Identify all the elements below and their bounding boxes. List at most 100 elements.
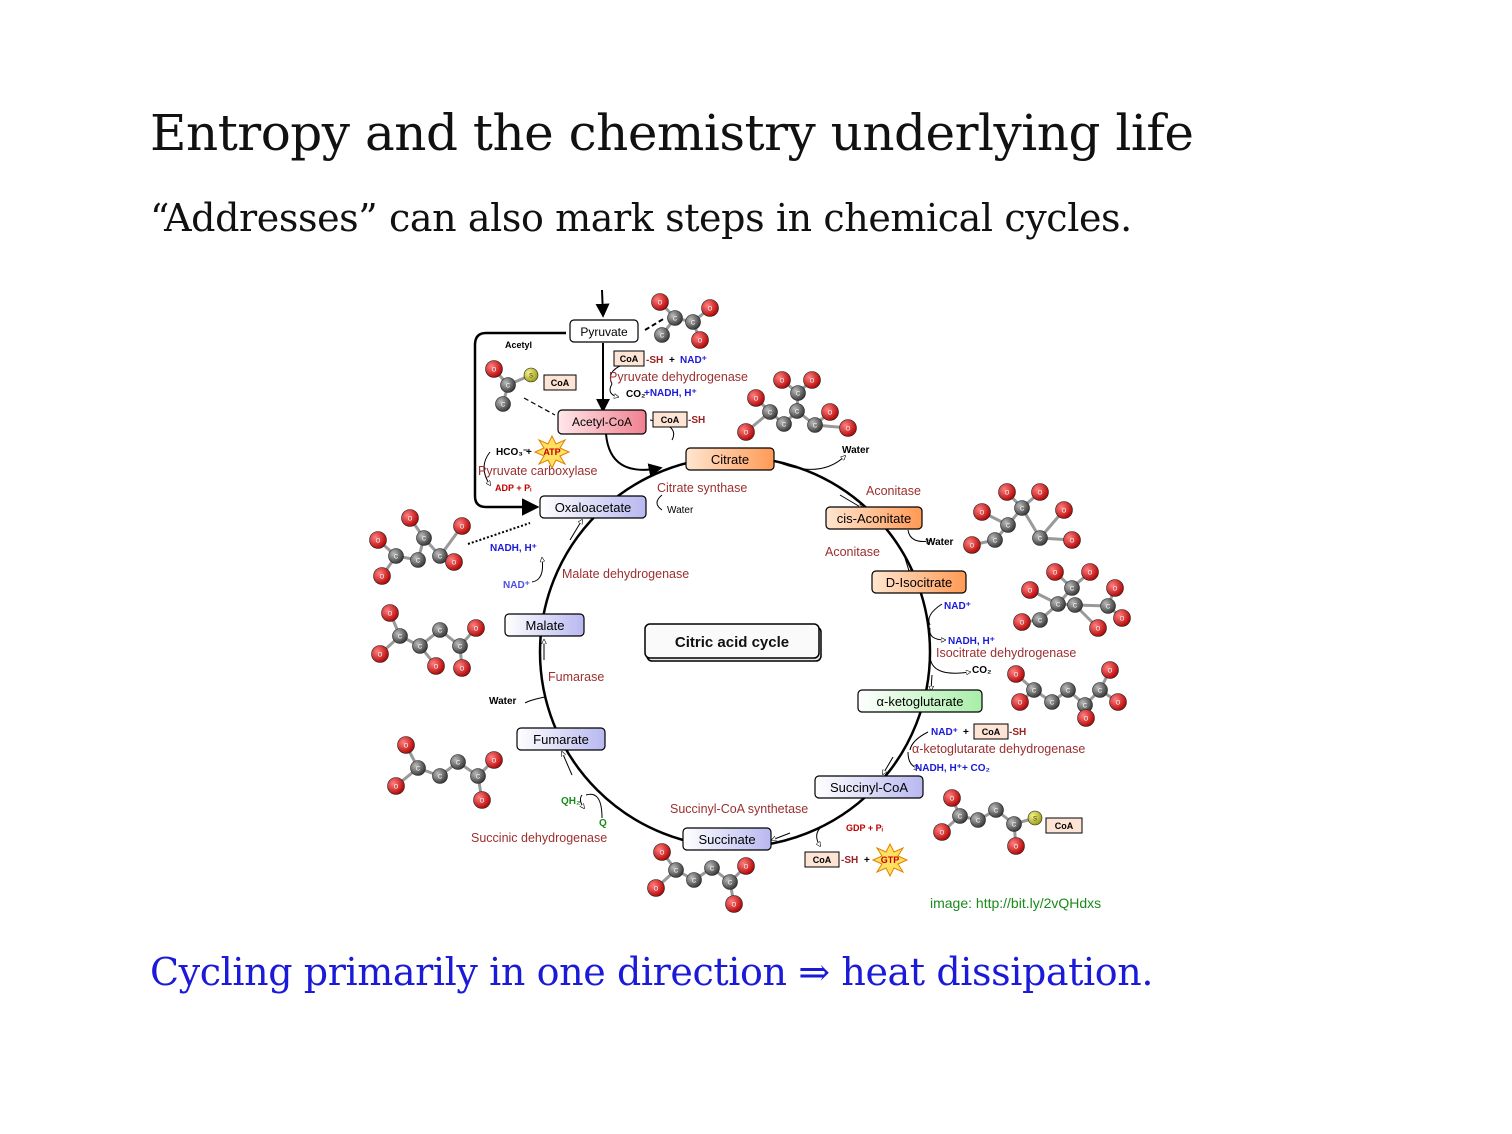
atom-label: C: [1006, 524, 1011, 530]
svg-text:Pyruvate: Pyruvate: [580, 325, 628, 339]
atom-label: O: [1028, 589, 1033, 595]
atom-c: [667, 310, 683, 326]
atom-label: C: [768, 411, 773, 417]
atom-label: O: [408, 517, 413, 523]
atom-o: [647, 879, 665, 897]
svg-text:NAD⁺: NAD⁺: [503, 580, 530, 591]
atom-label: C: [476, 775, 481, 781]
atom-label: C: [422, 537, 427, 543]
atom-label: C: [813, 424, 818, 430]
molecule-box-citrate: Citrate: [685, 447, 775, 471]
atom-label: O: [846, 427, 851, 433]
atom-label: O: [376, 539, 381, 545]
coa-boxes: CoA CoA CoA CoA CoA CoA: [543, 350, 1083, 868]
atom-c: [704, 860, 720, 876]
atom-o: [1077, 709, 1095, 727]
svg-text:ATP: ATP: [543, 447, 560, 457]
molecule-box-oxaloacetate: Oxaloacetate: [539, 495, 647, 519]
atom-label: C: [416, 767, 421, 773]
atom-o: [773, 371, 791, 389]
atom-o: [371, 645, 389, 663]
atom-label: O: [460, 667, 465, 673]
atom-c: [1026, 682, 1042, 698]
atom-label: O: [492, 759, 497, 765]
svg-text:Fumarate: Fumarate: [533, 732, 589, 747]
svg-text:QH₂: QH₂: [561, 796, 580, 807]
molecule-box-cis-aconitate: cis-Aconitate: [825, 506, 923, 530]
molecule-box-pyruvate: Pyruvate: [569, 319, 639, 343]
atom-o: [473, 791, 491, 809]
svg-text:Malate: Malate: [525, 618, 564, 633]
atom-o: [933, 823, 951, 841]
atom-label: O: [708, 307, 713, 313]
svg-text:cis-Aconitate: cis-Aconitate: [837, 511, 911, 526]
atom-c: [500, 377, 516, 393]
atom-o: [453, 659, 471, 677]
atom-c: [1064, 580, 1080, 596]
svg-text:Succinate: Succinate: [698, 832, 755, 847]
svg-text:+: +: [963, 727, 969, 738]
atom-label: C: [416, 559, 421, 565]
atom-label: O: [698, 339, 703, 345]
atom-label: S: [529, 374, 533, 380]
svg-text:Succinyl-CoA: Succinyl-CoA: [830, 780, 908, 795]
atom-label: C: [728, 881, 733, 887]
atom-label: O: [828, 411, 833, 417]
atom-label: O: [1038, 491, 1043, 497]
atom-label: C: [1098, 689, 1103, 695]
atom-label: O: [388, 612, 393, 618]
atom-c: [1032, 612, 1048, 628]
atom-c: [416, 530, 432, 546]
cofactor-labels: Acetyl -SH + NAD⁺ CO₂ +NADH, H⁺ -SH HCO₃…: [489, 340, 1026, 866]
atom-o: [653, 843, 671, 861]
enzyme-pyruvate-dehydrogenase: Pyruvate dehydrogenase: [609, 370, 748, 384]
svg-text:ADP + Pᵢ: ADP + Pᵢ: [495, 483, 532, 493]
atom-label: O: [452, 561, 457, 567]
atom-c: [654, 327, 670, 343]
slide-subtitle: “Addresses” can also mark steps in chemi…: [150, 196, 1132, 240]
svg-text:NAD⁺: NAD⁺: [680, 355, 707, 366]
atom-label: O: [810, 379, 815, 385]
atom-c: [450, 754, 466, 770]
slide-title: Entropy and the chemistry underlying lif…: [150, 104, 1194, 162]
atom-o: [1011, 693, 1029, 711]
center-box: Citric acid cycle: [644, 623, 822, 662]
cycle-arrows: [544, 494, 932, 840]
svg-text:CO₂: CO₂: [972, 665, 991, 676]
atom-label: O: [378, 653, 383, 659]
svg-text:+: +: [864, 855, 870, 866]
atom-label: O: [970, 544, 975, 550]
atom-label: O: [460, 525, 465, 531]
svg-text:Water: Water: [667, 505, 694, 516]
atom-o: [821, 403, 839, 421]
atom-label: C: [710, 867, 715, 873]
atom-o: [943, 789, 961, 807]
atom-c: [789, 403, 805, 419]
molecule-box-succinyl-coa: Succinyl-CoA: [814, 775, 924, 799]
atom-label: O: [394, 785, 399, 791]
enzyme-fumarase: Fumarase: [548, 670, 604, 684]
svg-text:-SH: -SH: [1009, 727, 1026, 738]
svg-text:Water: Water: [842, 445, 870, 456]
atom-label: O: [434, 665, 439, 671]
atom-label: S: [1033, 817, 1037, 823]
atom-o: [737, 857, 755, 875]
atom-label: O: [1070, 539, 1075, 545]
atom-label: O: [660, 851, 665, 857]
svg-text:HCO₃⁻: HCO₃⁻: [496, 447, 528, 458]
atom-o: [725, 895, 743, 913]
atom-label: O: [744, 431, 749, 437]
atom-label: C: [398, 635, 403, 641]
enzyme-labels: Pyruvate dehydrogenase Citrate synthase …: [471, 370, 1085, 845]
enzyme-akg-dehydrogenase: α-ketoglutarate dehydrogenase: [912, 742, 1085, 756]
atom-c: [1006, 816, 1022, 832]
atom-label: C: [1106, 605, 1111, 611]
atom-c: [452, 638, 468, 654]
atom-label: C: [660, 334, 665, 340]
atom-label: C: [673, 317, 678, 323]
atom-o: [701, 299, 719, 317]
